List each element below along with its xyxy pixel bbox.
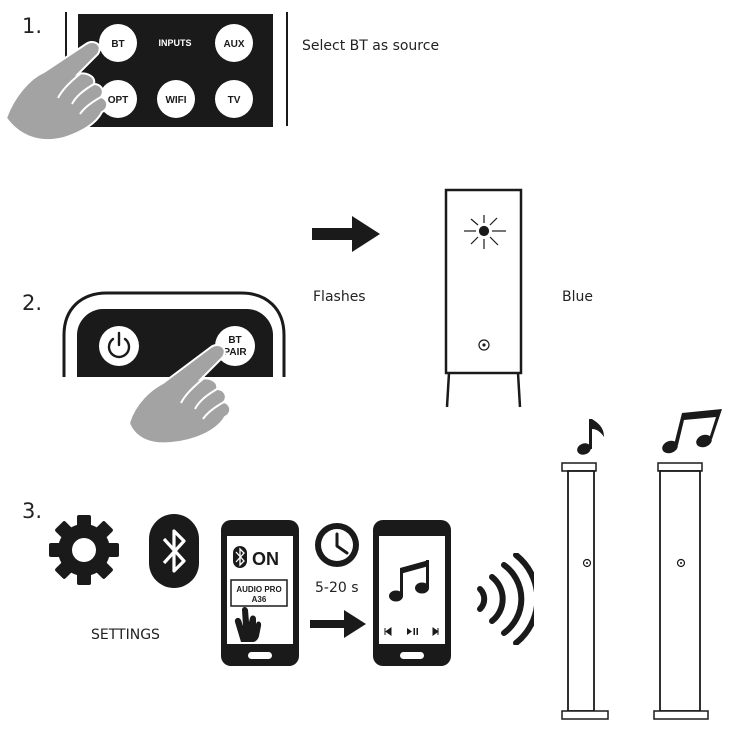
power-icon xyxy=(107,331,131,359)
inputs-label: INPUTS xyxy=(158,38,191,48)
bt-button-label: BT xyxy=(111,39,124,50)
wifi-button-label: WIFI xyxy=(165,95,186,106)
step-1-number: 1. xyxy=(22,14,43,38)
remote-button-bt: BT xyxy=(99,24,137,62)
hand-pointer-icon xyxy=(4,41,109,142)
power-button xyxy=(99,326,139,366)
remote-button-aux: AUX xyxy=(215,24,253,62)
tv-button-label: TV xyxy=(228,95,241,106)
bt-pair-line1: BT xyxy=(228,335,241,346)
hand-tap-icon xyxy=(234,607,262,642)
step-2-remote-illustration: BT PAIR xyxy=(62,291,286,445)
flashes-label: Flashes xyxy=(313,289,366,305)
arrow-right-icon-step3 xyxy=(310,610,366,638)
double-note-icon xyxy=(662,409,722,454)
opt-button-label: OPT xyxy=(108,95,129,106)
device-list-item xyxy=(230,579,288,607)
speaker-tower-pair xyxy=(561,409,722,720)
speaker-icon xyxy=(444,188,523,408)
arrow-right-icon xyxy=(312,216,380,252)
bt-pair-button: BT PAIR xyxy=(215,326,255,366)
remote-button-opt: OPT xyxy=(99,80,137,118)
phone-icon-player xyxy=(373,520,451,666)
clock-icon xyxy=(315,523,359,567)
step-1-remote-illustration: BT INPUTS AUX OPT WIFI TV xyxy=(4,12,288,142)
speaker-tower-icon-left xyxy=(561,462,609,720)
speaker-tower-icon-right xyxy=(653,462,709,720)
speaker-logo xyxy=(478,339,490,351)
device-name-line1: AUDIO PRO xyxy=(236,585,281,594)
bt-status-text: ON xyxy=(252,549,279,569)
step-3-number: 3. xyxy=(22,499,43,523)
aux-button-label: AUX xyxy=(223,39,244,50)
flash-burst-icon xyxy=(464,215,506,249)
settings-label: SETTINGS xyxy=(91,627,160,643)
device-name-line2: A36 xyxy=(252,595,267,604)
blue-label: Blue xyxy=(562,289,593,305)
music-note-icon xyxy=(389,560,429,602)
wireless-waves-icon xyxy=(477,553,534,645)
step-2-number: 2. xyxy=(22,291,43,315)
timer-label: 5-20 s xyxy=(315,580,359,596)
gear-icon xyxy=(49,515,119,585)
remote-button-tv: TV xyxy=(215,80,253,118)
music-note-icon-left xyxy=(577,419,604,455)
hand-pointer-icon xyxy=(127,344,232,445)
player-controls xyxy=(384,627,439,636)
step-1-caption: Select BT as source xyxy=(302,38,440,54)
phone-icon-settings: ON AUDIO PRO A36 xyxy=(221,520,299,666)
bluetooth-icon xyxy=(149,514,199,588)
bt-pair-line2: PAIR xyxy=(223,347,247,358)
bluetooth-small-icon xyxy=(233,546,247,568)
remote-button-wifi: WIFI xyxy=(157,80,195,118)
